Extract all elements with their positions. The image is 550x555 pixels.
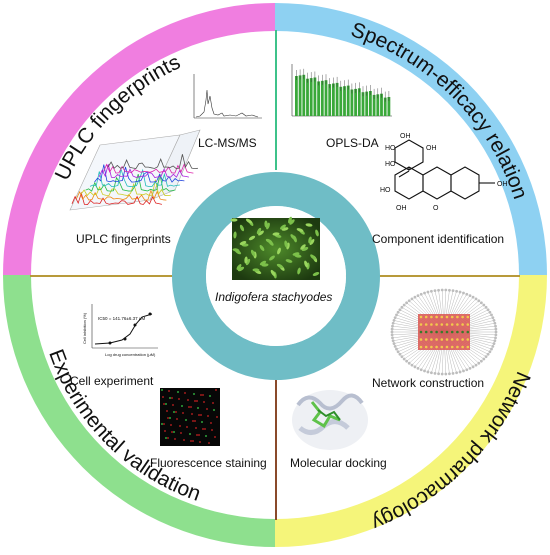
opls-da-chart <box>291 64 392 117</box>
plant-photo <box>230 216 320 280</box>
component-structure <box>394 139 495 200</box>
caption-uplc-fingerprints: UPLC fingerprints <box>76 232 171 246</box>
title-spectrum-efficacy: Spectrum-efficacy relation <box>348 18 532 202</box>
caption-cell-experiment: Cell experiment <box>70 374 154 388</box>
cell-experiment-plot: IC50 = 141.76±6.37 μM Log drug concentra… <box>82 304 158 357</box>
network-graph <box>390 288 498 376</box>
svg-text:OH: OH <box>426 145 437 152</box>
band-top-right <box>275 3 547 275</box>
uplc-fingerprint-image <box>69 129 201 211</box>
svg-text:Log drug concentration (μM): Log drug concentration (μM) <box>105 352 156 357</box>
caption-species: Indigofera stachyodes <box>215 290 333 304</box>
svg-text:HO: HO <box>385 161 396 168</box>
svg-text:HO: HO <box>385 145 396 152</box>
caption-component-identification: Component identification <box>372 232 505 246</box>
svg-text:OH: OH <box>497 181 508 188</box>
band-top-left <box>3 3 275 275</box>
caption-opls-da: OPLS-DA <box>326 136 379 150</box>
lcms-chromatogram <box>188 68 266 126</box>
caption-fluorescence: Fluorescence staining <box>150 456 267 470</box>
svg-text:Cell inhibition (%): Cell inhibition (%) <box>82 312 87 344</box>
caption-lcms: LC-MS/MS <box>198 136 257 150</box>
docking-image <box>292 390 368 450</box>
center-ring <box>172 172 380 380</box>
component-structure-labels: OH HO HO OH OH HO OH O <box>380 133 508 212</box>
band-bottom-right <box>275 275 547 547</box>
svg-text:HO: HO <box>380 187 391 194</box>
svg-text:OH: OH <box>396 205 407 212</box>
fluorescence-image <box>160 388 220 446</box>
band-bottom-left <box>3 275 275 547</box>
caption-network-construction: Network construction <box>372 376 485 390</box>
svg-text:OH: OH <box>400 133 411 140</box>
caption-molecular-docking: Molecular docking <box>290 456 387 470</box>
svg-text:IC50 = 141.76±6.37 μM: IC50 = 141.76±6.37 μM <box>98 316 145 321</box>
svg-text:O: O <box>433 205 439 212</box>
